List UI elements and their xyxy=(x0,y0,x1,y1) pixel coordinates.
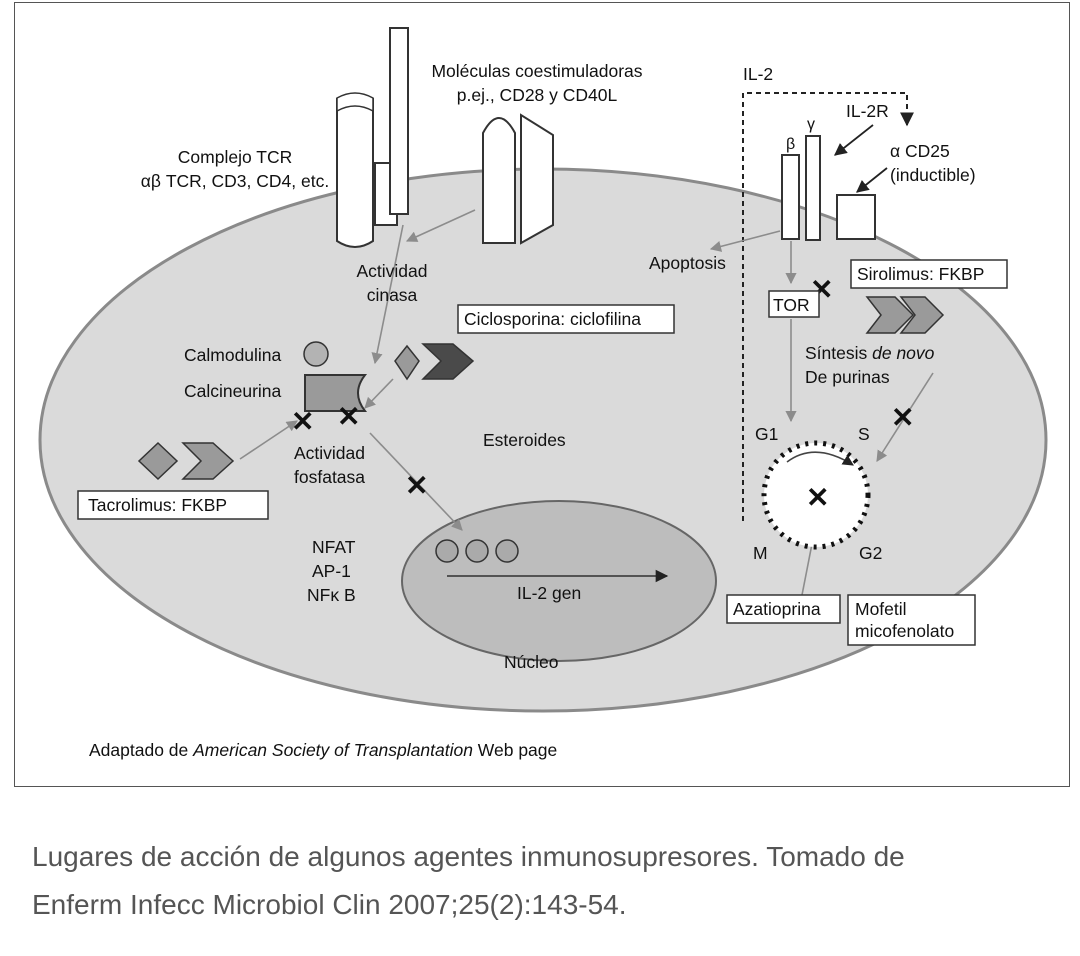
tcr-components-label: αβ TCR, CD3, CD4, etc. xyxy=(141,171,329,191)
nfkb-label: NFκ B xyxy=(307,585,356,605)
g1-label: G1 xyxy=(755,424,778,444)
beta-label: β xyxy=(786,136,795,153)
immunosuppressant-diagram: ✕ ✕ ✕ ✕ ✕ ✕ Moléculas coestimuladoras p.… xyxy=(38,27,1048,760)
x-icon: ✕ xyxy=(891,402,914,433)
calmodulina-circle xyxy=(303,341,329,367)
x-icon: ✕ xyxy=(405,470,428,501)
apoptosis-label: Apoptosis xyxy=(649,253,726,273)
ap1-label: AP-1 xyxy=(312,561,351,581)
molecules-example-label: p.ej., CD28 y CD40L xyxy=(457,85,618,105)
kinase-label-2: cinasa xyxy=(367,285,418,305)
il2r-label: IL-2R xyxy=(846,101,889,121)
cd25-inducible-label: (inductible) xyxy=(890,165,976,185)
x-icon: ✕ xyxy=(337,401,360,432)
sirolimus-box xyxy=(850,259,1008,289)
molecules-label: Moléculas coestimuladoras xyxy=(431,61,642,81)
transcription-factor-circles xyxy=(435,539,519,563)
cell-cycle-arrow xyxy=(786,451,854,466)
caption-line-1: Lugares de acción de algunos agentes inm… xyxy=(32,841,905,872)
cd25-arrow xyxy=(856,167,888,193)
il2-label: IL-2 xyxy=(743,64,773,84)
azatioprina-box xyxy=(726,594,841,624)
figure-caption: Lugares de acción de algunos agentes inm… xyxy=(32,833,1052,929)
tcr-label: Complejo TCR xyxy=(178,147,292,167)
tcr-complex-shape xyxy=(336,27,409,248)
tacrolimus-box xyxy=(77,490,269,520)
tor-box xyxy=(768,290,820,318)
calcineurina-shape xyxy=(304,374,368,412)
micofenolato-label: micofenolato xyxy=(855,621,954,641)
m-label: M xyxy=(753,543,768,563)
sirolimus-label: Sirolimus: FKBP xyxy=(857,264,984,284)
ciclosporina-label: Ciclosporina: ciclofilina xyxy=(464,309,641,329)
ciclosporina-box xyxy=(457,304,675,334)
x-icon: ✕ xyxy=(291,406,314,437)
sirolimus-drug-shapes xyxy=(865,296,945,334)
il2r-receptor-shape xyxy=(781,135,876,241)
phosphatase-label: Actividad xyxy=(294,443,365,463)
nucleo-label: Núcleo xyxy=(504,652,558,672)
costimulatory-molecules-shape xyxy=(482,113,554,245)
tacrolimus-label: Tacrolimus: FKBP xyxy=(88,495,227,515)
cd25-label: α CD25 xyxy=(890,141,950,161)
azatioprina-label: Azatioprina xyxy=(733,599,821,619)
mofetil-label: Mofetil xyxy=(855,599,907,619)
mofetil-box xyxy=(847,594,976,646)
ciclosporina-drug-shapes xyxy=(394,343,475,381)
il2gen-label: IL-2 gen xyxy=(517,583,581,603)
il2-dashed-path xyxy=(742,92,914,521)
nucleus xyxy=(401,500,717,662)
x-icon: ✕ xyxy=(806,482,829,513)
gamma-label: γ xyxy=(807,116,815,133)
caption-line-2: Enferm Infecc Microbiol Clin 2007;25(2):… xyxy=(32,889,627,920)
g2-label: G2 xyxy=(859,543,882,563)
il2r-arrow xyxy=(834,124,874,156)
cell-cycle-circle xyxy=(761,440,871,550)
credit-text: Adaptado de American Society of Transpla… xyxy=(89,740,557,760)
synthesis-label: Síntesis de novo xyxy=(805,343,935,363)
figure-frame: ✕ ✕ ✕ ✕ ✕ ✕ Moléculas coestimuladoras p.… xyxy=(14,2,1070,787)
nfat-label: NFAT xyxy=(312,537,356,557)
s-label: S xyxy=(858,424,870,444)
tor-label: TOR xyxy=(773,295,810,315)
calmodulina-label: Calmodulina xyxy=(184,345,282,365)
esteroides-label: Esteroides xyxy=(483,430,566,450)
kinase-label: Actividad xyxy=(356,261,427,281)
purines-label: De purinas xyxy=(805,367,890,387)
phosphatase-label-2: fosfatasa xyxy=(294,467,365,487)
pathway-arrows xyxy=(239,209,934,596)
calcineurina-label: Calcineurina xyxy=(184,381,282,401)
tacrolimus-drug-shapes xyxy=(137,441,235,481)
